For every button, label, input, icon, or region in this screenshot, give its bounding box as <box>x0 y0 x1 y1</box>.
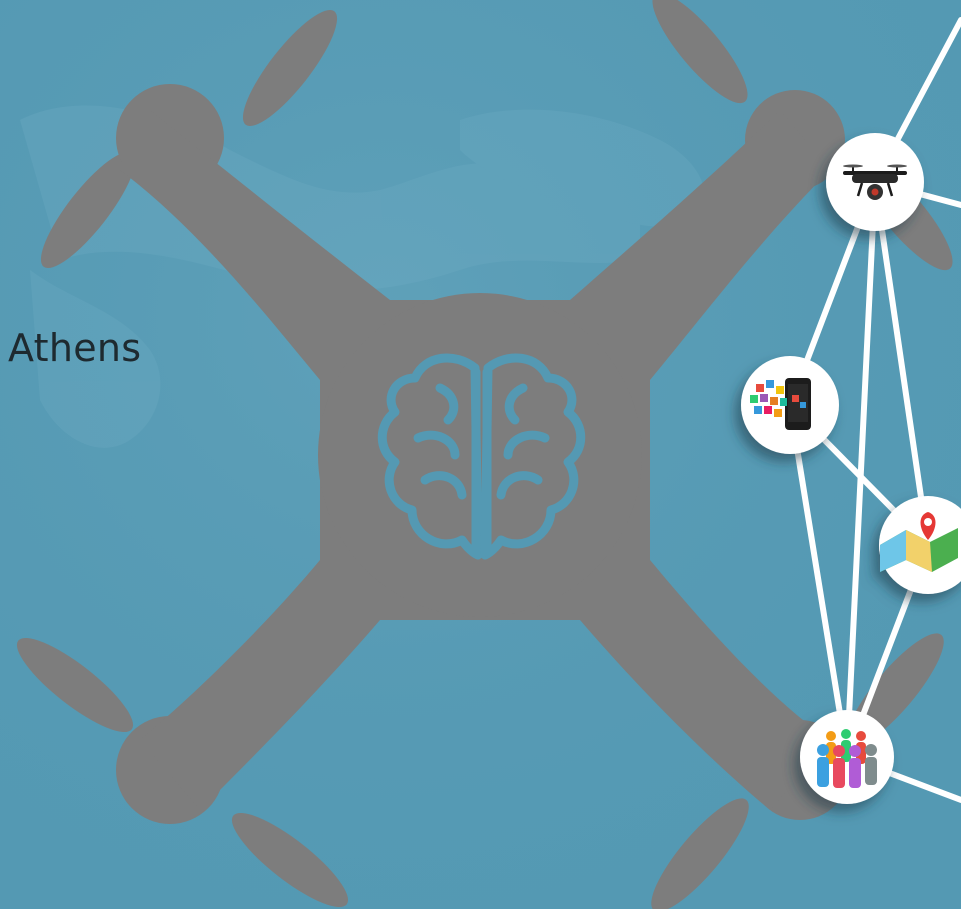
smartphone-apps-icon <box>750 378 811 430</box>
map-pin-icon <box>880 512 958 572</box>
brain-icon <box>377 353 586 560</box>
edge-apps-people <box>787 402 850 760</box>
edge-drone-map <box>872 179 931 548</box>
edge-drone-people <box>844 179 878 760</box>
propeller-bottom-left <box>16 637 349 908</box>
node-map <box>879 496 961 594</box>
location-label: Athens <box>8 326 142 370</box>
node-people <box>800 710 894 804</box>
crowd-icon <box>817 729 877 788</box>
node-drone <box>826 133 924 231</box>
drone-camera-icon <box>843 164 907 200</box>
node-apps <box>741 356 839 454</box>
propeller-top-left <box>40 9 338 269</box>
